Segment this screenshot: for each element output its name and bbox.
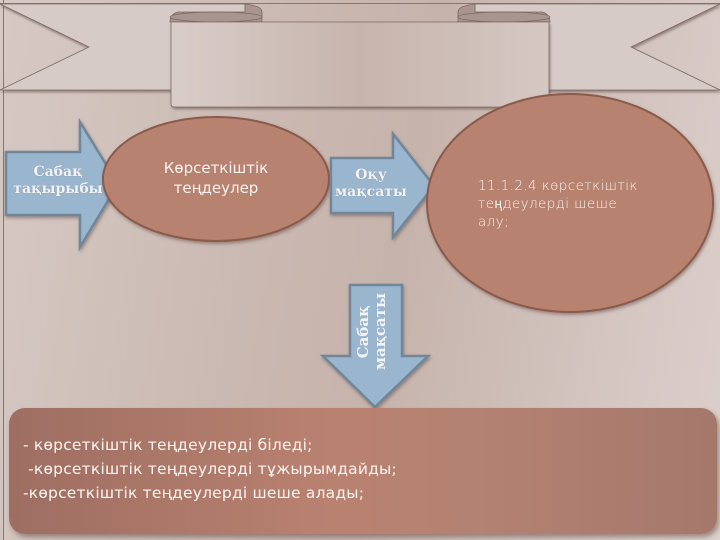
objective-line1: 11.1.2.4 көрсеткіштік xyxy=(478,178,638,194)
objective-arrow-shape xyxy=(329,130,436,241)
goal-item: -көрсеткіштік теңдеулерді шеше алады; xyxy=(23,484,365,502)
goal-item: - көрсеткіштік теңдеулерді біледі; xyxy=(23,436,313,454)
topic-arrow-shape xyxy=(4,117,120,252)
topic-ellipse-shape xyxy=(102,116,330,242)
objective-arrow-label-line2: мақсаты xyxy=(335,183,407,200)
objective-ellipse-text: 11.1.2.4 көрсеткіштік теңдеулерді шеше а… xyxy=(478,178,678,231)
goal-arrow-label: Сабақ мақсаты xyxy=(354,292,395,370)
topic-arrow-label-line2: тақырыбы xyxy=(13,180,103,197)
title-ribbon-banner xyxy=(0,3,720,108)
topic-ellipse-text: Көрсеткіштік теңдеулер xyxy=(130,159,302,198)
objective-arrow-label: Оқу мақсаты xyxy=(330,167,412,201)
goal-arrow-label-line1: Сабақ xyxy=(354,305,372,359)
objective-arrow-label-line1: Оқу xyxy=(355,167,387,183)
objective-line3: алу; xyxy=(478,213,510,230)
topic-title-line2: теңдеулер xyxy=(173,178,259,197)
topic-arrow-label: Сабақ тақырыбы xyxy=(4,164,112,198)
objective-line2: теңдеулерді шеше xyxy=(478,195,618,212)
topic-arrow-label-line1: Сабақ xyxy=(33,164,83,180)
goal-arrow-label-line2: мақсаты xyxy=(371,292,390,370)
objective-ellipse-shape xyxy=(426,93,714,313)
goal-item: -көрсеткіштік теңдеулерді тұжырымдайды; xyxy=(23,460,397,478)
slide-frame-left xyxy=(3,0,4,540)
goals-panel: - көрсеткіштік теңдеулерді біледі; -көрс… xyxy=(9,408,717,534)
slide-frame-top xyxy=(0,3,720,4)
goal-arrow-shape xyxy=(319,283,432,409)
topic-title-line1: Көрсеткіштік xyxy=(163,159,269,177)
